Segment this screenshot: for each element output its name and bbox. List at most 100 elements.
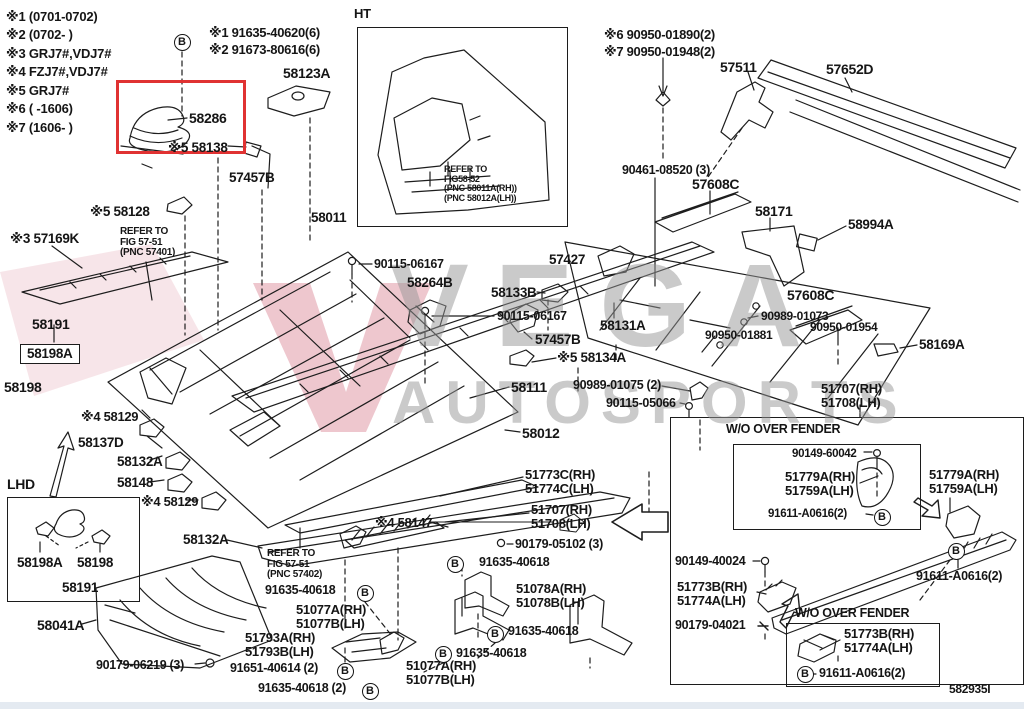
label-57457B-mid: 57457B <box>535 332 581 347</box>
label-58134A: ※5 58134A <box>557 350 626 365</box>
label-51779A-inner: 51779A(RH) 51759A(LH) <box>785 469 855 498</box>
label-58171: 58171 <box>755 203 793 219</box>
wo-over-fender-box-2 <box>786 623 940 687</box>
fender2-header: W/O OVER FENDER <box>795 606 910 620</box>
direction-arrow-icon <box>611 503 669 541</box>
label-51773B-left: 51773B(RH) 51774A(LH) <box>677 579 747 608</box>
lhd-arrow-icon <box>49 431 75 498</box>
label-57652D: 57652D <box>826 61 874 77</box>
rocker-sill-sketch <box>226 476 631 567</box>
label-58011: 58011 <box>311 210 347 225</box>
label-51773C: 51773C(RH) 51774C(LH) <box>525 467 595 496</box>
label-58041A: 58041A <box>37 617 85 633</box>
label-58198-main: 58198 <box>4 379 42 395</box>
label-58012: 58012 <box>522 425 560 441</box>
label-58191-main: 58191 <box>32 316 70 332</box>
ht-variant-box <box>357 27 568 227</box>
label-90149-60042: 90149-60042 <box>792 448 857 460</box>
callout-B-icon: B <box>796 665 814 683</box>
label-90950-01881: 90950-01881 <box>705 328 773 342</box>
label-57427: 57427 <box>549 252 586 267</box>
bottom-edge-strip <box>0 702 1024 709</box>
label-90115-06167-a: 90115-06167 <box>374 257 444 271</box>
label-91635-40618-a: 91635-40618 <box>265 583 336 597</box>
fender1-header: W/O OVER FENDER <box>726 422 841 436</box>
label-90179-05102: 90179-05102 (3) <box>515 537 603 551</box>
label-57608C-lower: 57608C <box>787 287 835 303</box>
label-58131A: 58131A <box>600 318 646 333</box>
label-58129-b: ※4 58129 <box>141 494 199 509</box>
legend-line: ※5 GRJ7# <box>6 82 70 98</box>
label-51078: 51078A(RH) 51078B(LH) <box>516 581 586 610</box>
legend-line: ※3 GRJ7#,VDJ7# <box>6 45 112 61</box>
lhd-variant-box <box>7 497 140 602</box>
label-58132A-upper: 58132A <box>117 454 163 469</box>
stud-icon <box>655 57 671 107</box>
label-58129-a: ※4 58129 <box>81 409 139 424</box>
watermark-v-logo <box>0 244 432 432</box>
label-91635-40618-b: 91635-40618 (2) <box>258 681 346 695</box>
quarter-panel-sketch <box>377 49 550 215</box>
legend-line: ※2 (0702- ) <box>6 27 73 43</box>
label-58191-lhd: 58191 <box>62 580 99 595</box>
label-90149-40024: 90149-40024 <box>675 554 746 568</box>
highlight-red-box <box>116 80 246 154</box>
lhd-box-sketch <box>35 509 111 553</box>
label-57457B-top: 57457B <box>229 170 275 185</box>
label-58264B: 58264B <box>407 275 453 290</box>
lhd-label: LHD <box>7 476 35 492</box>
bottom-bracket-sketches <box>331 571 633 663</box>
label-90950-01890: ※6 90950-01890(2) <box>604 27 715 42</box>
rear-floor-sketch <box>564 241 931 426</box>
label-91611-A0616-right: 91611-A0616(2) <box>916 569 1003 583</box>
label-91651-40614: 91651-40614 (2) <box>230 661 318 675</box>
label-51707-center: 51707(RH) 51708(LH) <box>531 502 592 531</box>
note-fig58-52: REFER TO FIG58-52 (PNC 58011A(RH)) (PNC … <box>444 164 517 203</box>
label-51707-right: 51707(RH) 51708(LH) <box>821 381 882 410</box>
diagram-number: 582935I <box>949 682 991 696</box>
left-clip-sketches <box>53 163 227 511</box>
label-91635-40618-d: 91635-40618 <box>479 555 550 569</box>
label-58147: ※4 58147 <box>375 515 433 530</box>
label-90950-01954: 90950-01954 <box>810 320 878 334</box>
label-90989-01075: 90989-01075 (2) <box>573 378 661 392</box>
label-90179-04021: 90179-04021 <box>675 618 746 632</box>
shield-58041A-sketch <box>81 555 273 669</box>
label-90950-01948: ※7 90950-01948(2) <box>604 44 715 59</box>
label-90989-01073: 90989-01073 <box>761 309 829 323</box>
label-58137D: 58137D <box>78 435 124 450</box>
callout-B-icon: B <box>446 555 464 573</box>
floor-pan-sketch <box>107 251 519 529</box>
label-90115-06167-b: 90115-06167 <box>497 309 567 323</box>
fender-region-sketches <box>752 449 1017 675</box>
label-58994A: 58994A <box>848 217 894 232</box>
note-fig57-51b: REFER TO FIG 57-51 (PNC 57402) <box>267 548 323 581</box>
label-51773B-box: 51773B(RH) 51774A(LH) <box>844 626 914 655</box>
callout-B-icon: B <box>361 682 379 700</box>
label-91611-A0616-inner: 91611-A0616(2) <box>768 508 847 520</box>
note-fig57-51a: REFER TO FIG 57-51 (PNC 57401) <box>120 226 176 259</box>
sill-inner-58191-sketch <box>21 241 715 413</box>
callout-B-icon: B <box>873 508 891 526</box>
label-58286: 58286 <box>189 110 227 126</box>
label-51793A: 51793A(RH) 51793B(LH) <box>245 630 315 659</box>
callout-B-icon: B <box>336 662 354 680</box>
label-90461-08520: 90461-08520 (3) <box>622 163 710 177</box>
dashed-assembly-lines <box>181 51 951 673</box>
legend-line: ※1 (0701-0702) <box>6 9 98 24</box>
label-91635-40618-e: 91635-40618 <box>508 624 579 638</box>
label-57169K: ※3 57169K <box>10 231 79 246</box>
callout-B-icon: B <box>434 645 452 663</box>
label-58169A: 58169A <box>919 337 965 352</box>
legend-line: ※4 FZJ7#,VDJ7# <box>6 64 108 80</box>
label-58128: ※5 58128 <box>90 204 150 219</box>
legend-line: ※7 (1606- ) <box>6 119 73 135</box>
label-58198-lhd: 58198 <box>77 555 114 570</box>
wo-over-fender-box-1 <box>733 444 921 530</box>
center-hardware-sketches <box>347 256 918 433</box>
label-58198A-main: 58198A <box>20 344 80 365</box>
label-58148: 58148 <box>117 475 154 490</box>
label-58133B: 58133B <box>491 285 537 300</box>
callout-B-icon: B <box>947 542 965 560</box>
